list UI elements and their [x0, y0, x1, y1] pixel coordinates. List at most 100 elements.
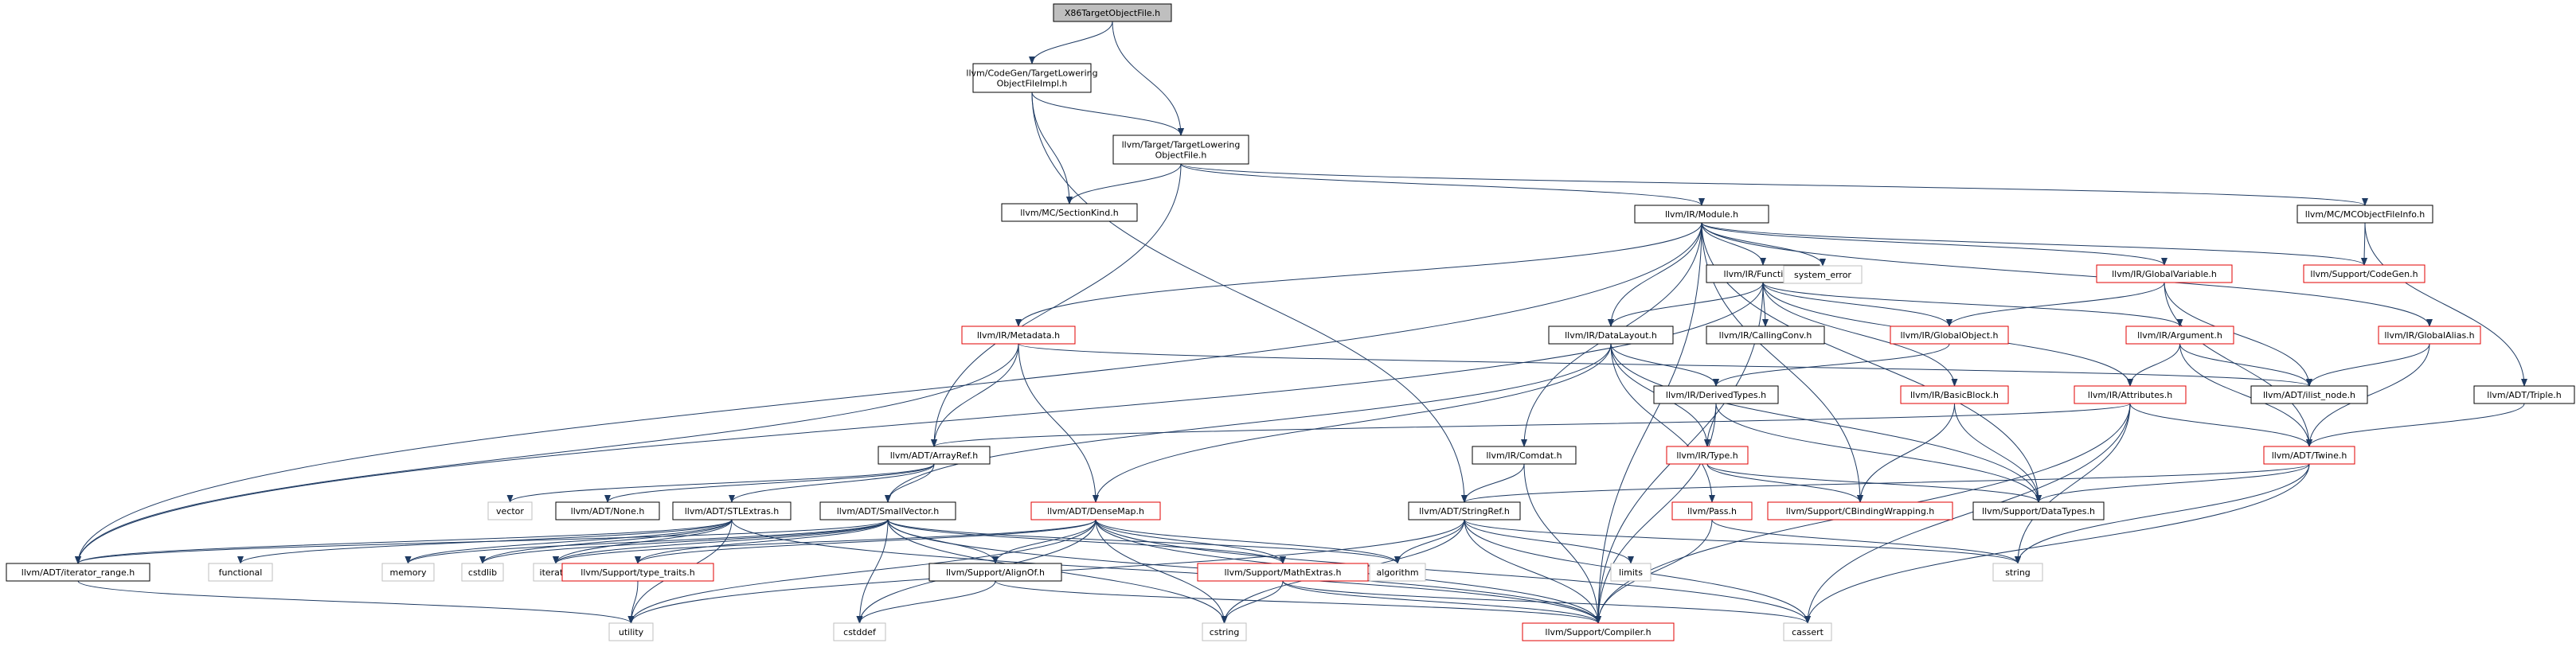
node-llvm-adt-iterator-range-h[interactable]: llvm/ADT/iterator_range.h — [6, 563, 150, 582]
node-string: string — [1992, 563, 2043, 582]
node-box — [2096, 264, 2233, 283]
edge-argument-to-twine — [2179, 343, 2312, 447]
node-llvm-adt-triple-h[interactable]: llvm/ADT/Triple.h — [2473, 385, 2575, 404]
node-llvm-adt-arrayref-h[interactable]: llvm/ADT/ArrayRef.h — [878, 446, 991, 465]
edge-metadata-to-densemap — [1018, 343, 1099, 503]
node-llvm-pass-h[interactable]: llvm/Pass.h — [1671, 501, 1753, 520]
node-llvm-support-compiler-h[interactable]: llvm/Support/Compiler.h — [1522, 622, 1675, 641]
node-llvm-codegen-targetlowering-objectfileimpl-h[interactable]: llvm/CodeGen/TargetLoweringObjectFileImp… — [966, 63, 1098, 93]
edge-ttlof-to-sectionkind — [1066, 163, 1182, 205]
node-llvm-adt-densemap-h[interactable]: llvm/ADT/DenseMap.h — [1030, 501, 1161, 520]
node-label: llvm/IR/Function.h — [1724, 269, 1803, 279]
node-llvm-adt-stlextras-h[interactable]: llvm/ADT/STLExtras.h — [672, 501, 792, 520]
node-label: cassert — [1792, 627, 1824, 637]
edge-smallvector-to-iterator_range — [75, 519, 889, 564]
node-llvm-adt-none-h[interactable]: llvm/ADT/None.h — [555, 501, 660, 520]
node-label: utility — [619, 627, 644, 637]
node-label: llvm/ADT/StringRef.h — [1419, 506, 1510, 517]
edge-function-to-iterator_range — [75, 282, 1764, 564]
node-llvm-ir-derivedtypes-h[interactable]: llvm/IR/DerivedTypes.h — [1653, 385, 1779, 404]
edge-smallvector-to-typetraits — [635, 519, 889, 564]
node-label: llvm/ADT/DenseMap.h — [1047, 506, 1144, 517]
node-llvm-adt-ilist-node-h[interactable]: llvm/ADT/ilist_node.h — [2250, 385, 2368, 404]
edge-twine-to-cassert — [1804, 463, 2310, 624]
node-llvm-ir-basicblock-h[interactable]: llvm/IR/BasicBlock.h — [1900, 385, 2009, 404]
node-llvm-support-codegen-h[interactable]: llvm/Support/CodeGen.h — [2303, 264, 2426, 283]
node-functional: functional — [208, 563, 273, 582]
node-cstddef: cstddef — [833, 622, 886, 641]
edge-twine-to-datatypes — [2035, 463, 2310, 503]
edge-iterator_range-to-utility — [77, 580, 635, 624]
node-llvm-adt-smallvector-h[interactable]: llvm/ADT/SmallVector.h — [819, 501, 956, 520]
node-label: llvm/Support/MathExtras.h — [1225, 567, 1342, 578]
node-llvm-ir-comdat-h[interactable]: llvm/IR/Comdat.h — [1472, 446, 1577, 465]
node-utility: utility — [608, 622, 654, 641]
node-label: llvm/Support/DataTypes.h — [1982, 506, 2095, 517]
edge-argument-to-ilist_node — [2179, 343, 2312, 387]
edge-module-to-metadata — [1015, 222, 1702, 327]
node-box — [2303, 264, 2426, 283]
edge-densemap-to-iterator — [553, 519, 1096, 564]
node-box — [1408, 501, 1521, 520]
node-llvm-mc-sectionkind-h[interactable]: llvm/MC/SectionKind.h — [1001, 203, 1138, 222]
edge-module-to-function — [1701, 222, 1766, 266]
edge-mathextras-to-compiler — [1282, 580, 1601, 624]
node-label: llvm/Target/TargetLowering — [1122, 140, 1241, 150]
edge-pass-to-compiler — [1595, 519, 1713, 624]
node-llvm-support-mathextras-h[interactable]: llvm/Support/MathExtras.h — [1197, 563, 1369, 582]
edge-smallvector-to-mathextras — [887, 519, 1286, 564]
node-llvm-ir-metadata-h[interactable]: llvm/IR/Metadata.h — [961, 326, 1076, 345]
node-llvm-mc-mcobjectfileinfo-h[interactable]: llvm/MC/MCObjectFileInfo.h — [2297, 205, 2433, 224]
edge-function-to-globalobject — [1762, 282, 1953, 327]
node-box — [381, 563, 435, 582]
node-llvm-ir-attributes-h[interactable]: llvm/IR/Attributes.h — [2074, 385, 2187, 404]
node-label: llvm/Support/AlignOf.h — [946, 567, 1045, 578]
edge-metadata-to-iterator_range — [75, 343, 1019, 564]
node-llvm-support-datatypes-h[interactable]: llvm/Support/DataTypes.h — [1972, 501, 2105, 520]
node-vector: vector — [487, 501, 533, 520]
node-x86targetobjectfile-h[interactable]: X86TargetObjectFile.h — [1053, 3, 1172, 22]
node-llvm-support-cbindingwrapping-h[interactable]: llvm/Support/CBindingWrapping.h — [1767, 501, 1953, 520]
node-label: llvm/IR/BasicBlock.h — [1910, 390, 1999, 400]
node-box — [1671, 501, 1753, 520]
node-llvm-ir-module-h[interactable]: llvm/IR/Module.h — [1634, 205, 1769, 224]
node-llvm-ir-callingconv-h[interactable]: llvm/IR/CallingConv.h — [1706, 326, 1825, 345]
node-label: llvm/MC/SectionKind.h — [1020, 208, 1119, 218]
node-llvm-ir-datalayout-h[interactable]: llvm/IR/DataLayout.h — [1548, 326, 1674, 345]
edge-stringref-to-limits — [1464, 519, 1634, 564]
node-label: llvm/IR/Metadata.h — [977, 330, 1060, 341]
edge-arrayref-to-smallvector — [885, 463, 935, 503]
edge-module-to-codegen — [1701, 222, 2367, 266]
node-llvm-ir-type-h[interactable]: llvm/IR/Type.h — [1666, 446, 1749, 465]
edge-ttlof-to-arrayref — [931, 163, 1182, 447]
edge-twine-to-string — [2015, 463, 2310, 564]
edge-mathextras-to-cstring — [1221, 580, 1284, 624]
node-cassert: cassert — [1783, 622, 1832, 641]
node-box — [961, 326, 1076, 345]
node-llvm-support-alignof-h[interactable]: llvm/Support/AlignOf.h — [928, 563, 1062, 582]
node-llvm-ir-globalvariable-h[interactable]: llvm/IR/GlobalVariable.h — [2096, 264, 2233, 283]
node-box — [1053, 3, 1172, 22]
node-box — [1783, 622, 1832, 641]
node-llvm-adt-stringref-h[interactable]: llvm/ADT/StringRef.h — [1408, 501, 1521, 520]
node-label: llvm/IR/Comdat.h — [1486, 450, 1562, 461]
node-llvm-adt-twine-h[interactable]: llvm/ADT/Twine.h — [2263, 446, 2355, 465]
node-llvm-ir-globalobject-h[interactable]: llvm/IR/GlobalObject.h — [1890, 326, 2009, 345]
node-box — [1112, 134, 1249, 165]
node-box — [1001, 203, 1138, 222]
node-llvm-ir-globalalias-h[interactable]: llvm/IR/GlobalAlias.h — [2378, 326, 2481, 345]
node-llvm-support-type-traits-h[interactable]: llvm/Support/type_traits.h — [561, 563, 714, 582]
edge-globalalias-to-twine — [2306, 343, 2430, 447]
edge-module-to-datalayout — [1608, 222, 1702, 327]
node-llvm-ir-argument-h[interactable]: llvm/IR/Argument.h — [2125, 326, 2234, 345]
node-label: vector — [496, 506, 524, 517]
edge-stringref-to-string — [1464, 519, 2021, 564]
edge-mcobjfileinfo-to-codegen — [2361, 222, 2368, 266]
node-box — [1767, 501, 1953, 520]
edge-x86tlof-to-ttlof — [1112, 21, 1184, 136]
edge-function-to-argument — [1762, 282, 2183, 327]
edge-argument-to-attributes — [2127, 343, 2180, 387]
node-label: llvm/ADT/ArrayRef.h — [890, 450, 979, 461]
edge-cgtlofi-to-sectionkind — [1031, 92, 1073, 205]
